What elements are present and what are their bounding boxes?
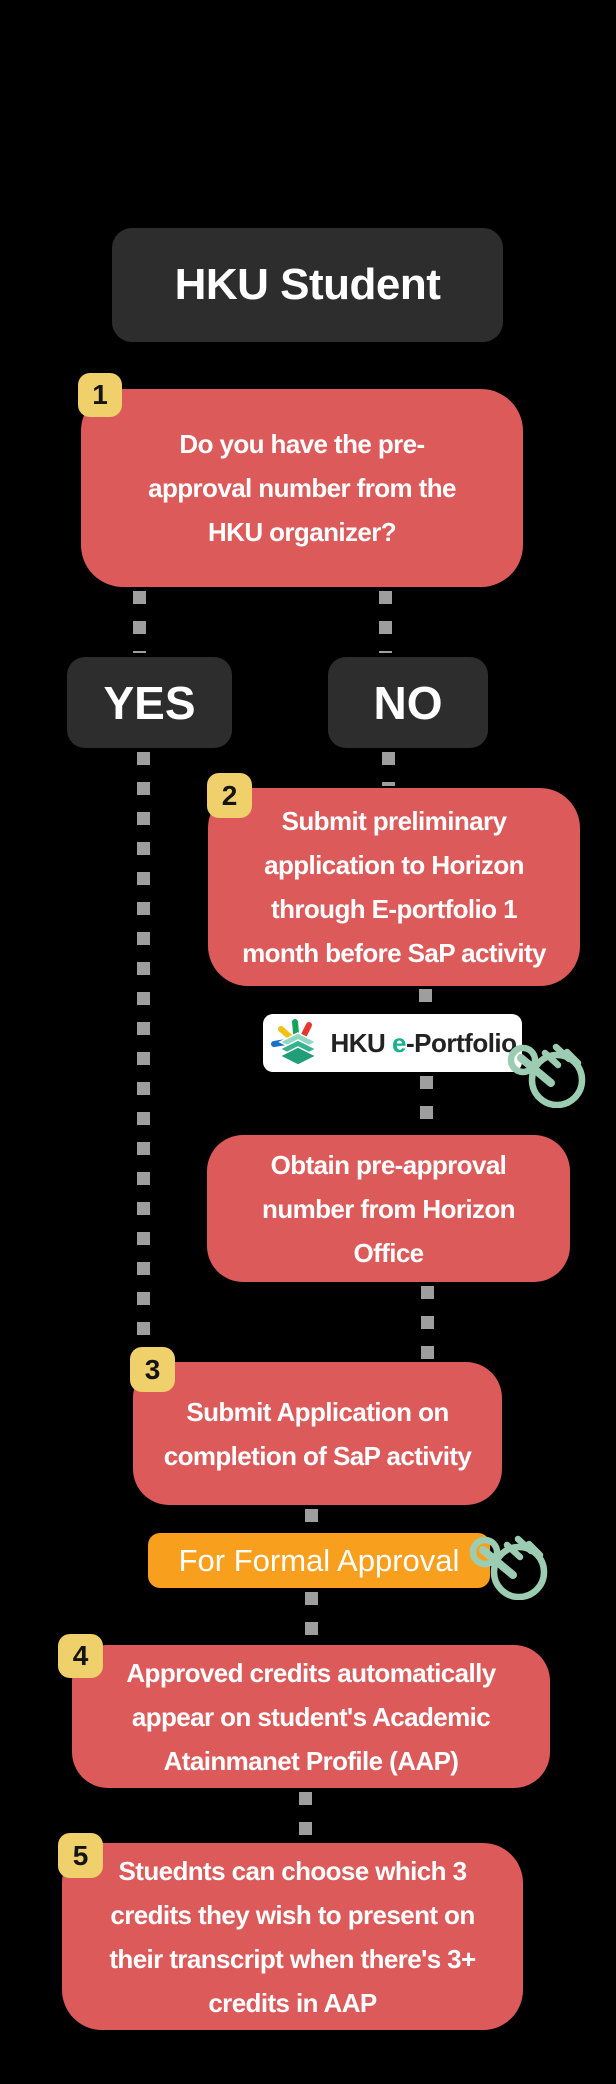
step-5-line: Stuednts can choose which 3 [118,1855,467,1886]
step-2-line: application to Horizon [264,850,524,880]
step-5-line: credits in AAP [208,1987,377,2018]
start-node-label: HKU Student [174,260,441,309]
step-5-line: their transcript when there's 3+ [109,1943,476,1974]
step-4-line: appear on student's Academic [131,1701,491,1732]
dotted-connector [305,1509,318,1531]
dotted-connector [137,752,150,1352]
eportfolio-logo-text: HKU e-Portfolio [330,1027,517,1058]
step-1-badge: 1 [78,373,122,417]
dotted-connector [379,591,392,653]
dotted-connector [299,1792,312,1841]
step-3-badge: 3 [130,1347,175,1392]
step-3-line: completion of SaP activity [163,1440,472,1471]
step-5-badge: 5 [58,1833,103,1878]
step-5-box: Stuednts can choose which 3 credits they… [62,1843,523,2030]
dotted-connector [419,989,432,1012]
formal-approval-button[interactable]: For Formal Approval [148,1533,490,1588]
tap-hand-icon [468,1534,552,1605]
step-2-line: through E-portfolio 1 [271,894,518,924]
question-line: approval number from the [148,473,456,503]
dotted-connector [305,1592,318,1639]
obtain-line: Obtain pre-approval [270,1149,507,1180]
step-4-badge: 4 [58,1634,103,1678]
tap-hand-icon [506,1042,590,1113]
question-line: Do you have the pre- [179,429,425,459]
no-label: NO [373,676,443,729]
step-2-line: month before SaP activity [242,938,546,968]
obtain-preapproval-box: Obtain pre-approval number from Horizon … [207,1135,570,1282]
question-line: HKU organizer? [207,517,397,547]
dotted-connector [421,1286,434,1359]
eportfolio-logo-icon [268,1019,322,1067]
step-4-line: Atainmanet Profile (AAP) [163,1745,459,1776]
step-4-box: Approved credits automatically appear on… [72,1645,550,1788]
start-node-hku-student: HKU Student [112,228,503,342]
formal-approval-label: For Formal Approval [178,1542,460,1578]
obtain-line: number from Horizon [262,1193,516,1224]
dotted-connector [133,591,146,653]
step-3-line: Submit Application on [186,1396,449,1427]
dotted-connector [382,752,395,786]
yes-branch-node: YES [67,657,232,748]
step-2-badge: 2 [207,773,252,818]
step-2-box: Submit preliminary application to Horizo… [208,788,580,986]
step-5-line: credits they wish to present on [110,1899,475,1930]
step-4-line: Approved credits automatically [126,1657,496,1688]
yes-label: YES [103,676,196,729]
step-2-line: Submit preliminary [281,806,507,836]
dotted-connector [420,1076,433,1133]
no-branch-node: NO [328,657,488,748]
step-1-question-box: Do you have the pre- approval number fro… [81,389,523,587]
step-3-box: Submit Application on completion of SaP … [133,1362,502,1505]
eportfolio-link-button[interactable]: HKU e-Portfolio [263,1014,522,1072]
obtain-line: Office [353,1237,424,1268]
